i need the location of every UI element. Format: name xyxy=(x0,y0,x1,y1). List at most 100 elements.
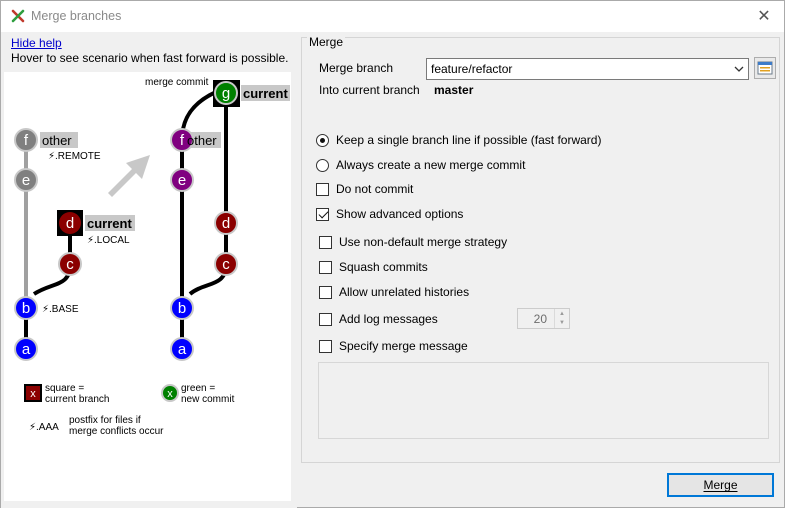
log-messages-count-value: 20 xyxy=(533,312,547,326)
radio-unselected-icon xyxy=(316,158,329,172)
base-postfix: ⚡.BASE xyxy=(42,304,79,315)
specify-message-checkbox[interactable]: Specify merge message xyxy=(319,339,468,353)
commit-label: d xyxy=(222,215,230,232)
checkbox-unchecked-icon xyxy=(319,339,332,353)
help-panel: Hide help Hover to see scenario when fas… xyxy=(1,32,297,508)
show-advanced-label: Show advanced options xyxy=(336,207,464,221)
log-messages-checkbox[interactable]: Add log messages xyxy=(319,312,438,326)
other-branch-tag xyxy=(40,132,78,148)
merge-group xyxy=(301,37,780,463)
commit-f-after: f xyxy=(170,128,194,152)
unrelated-histories-checkbox[interactable]: Allow unrelated histories xyxy=(319,285,469,299)
merge-branch-label: Merge branch xyxy=(319,61,394,75)
legend-square-text-2: current branch xyxy=(45,394,109,405)
into-current-branch-label: Into current branch xyxy=(319,83,420,97)
checkbox-unchecked-icon xyxy=(319,235,332,249)
arrow-icon xyxy=(108,155,150,197)
commit-e-before: e xyxy=(14,168,38,192)
merge-commit-label: merge commit xyxy=(145,77,209,88)
commit-g-after: g xyxy=(213,80,240,107)
commit-label: b xyxy=(22,300,30,317)
squash-commits-checkbox[interactable]: Squash commits xyxy=(319,260,428,274)
checkbox-unchecked-icon xyxy=(319,260,332,274)
merge-message-textarea[interactable] xyxy=(318,362,769,439)
after-other-branch-label: other xyxy=(187,133,217,148)
browse-branches-button[interactable] xyxy=(754,57,776,79)
fast-forward-radio[interactable]: Keep a single branch line if possible (f… xyxy=(316,133,601,147)
commit-a-after: a xyxy=(170,337,194,361)
commit-label: g xyxy=(222,85,230,102)
commit-d-before: d xyxy=(57,210,83,236)
merge-button[interactable]: Merge xyxy=(667,473,774,497)
legend-postfix-text-1: postfix for files if xyxy=(69,415,141,426)
remote-postfix: ⚡.REMOTE xyxy=(48,151,101,162)
commit-b-before: b xyxy=(14,296,38,320)
hide-help-link[interactable]: Hide help xyxy=(11,36,62,50)
window-title: Merge branches xyxy=(31,9,122,23)
merge-branch-value: feature/refactor xyxy=(431,62,513,76)
commit-label: c xyxy=(66,256,74,273)
legend-postfix-symbol: ⚡.AAA xyxy=(29,422,59,433)
commit-f-before: f xyxy=(14,128,38,152)
commit-label: f xyxy=(180,132,185,149)
branches-icon xyxy=(757,61,773,75)
commit-a-before: a xyxy=(14,337,38,361)
non-default-strategy-checkbox[interactable]: Use non-default merge strategy xyxy=(319,235,507,249)
specify-message-label: Specify merge message xyxy=(339,339,468,353)
checkbox-unchecked-icon xyxy=(319,285,332,299)
radio-selected-icon xyxy=(316,133,329,147)
no-fast-forward-label: Always create a new merge commit xyxy=(336,158,526,172)
commit-e-after: e xyxy=(170,168,194,192)
unrelated-histories-label: Allow unrelated histories xyxy=(339,285,470,299)
current-branch-label: current xyxy=(87,216,132,231)
no-fast-forward-radio[interactable]: Always create a new merge commit xyxy=(316,158,525,172)
title-bar: Merge branches ✕ xyxy=(1,1,784,32)
commit-b-after: b xyxy=(170,296,194,320)
checkbox-checked-icon xyxy=(316,207,329,221)
stepper-buttons: ▲ ▼ xyxy=(554,309,569,328)
commit-label: e xyxy=(178,172,186,189)
commit-label: f xyxy=(24,132,29,149)
commit-label: e xyxy=(22,172,30,189)
fast-forward-label: Keep a single branch line if possible (f… xyxy=(336,133,602,147)
log-messages-count-stepper[interactable]: 20 ▲ ▼ xyxy=(517,308,570,329)
commit-label: a xyxy=(22,341,31,358)
legend-square-text-1: square = xyxy=(45,383,84,394)
git-extensions-icon xyxy=(11,9,25,23)
merge-group-title: Merge xyxy=(307,35,346,49)
after-other-branch-tag xyxy=(189,132,221,148)
commit-label: a xyxy=(178,341,187,358)
commit-d-after: d xyxy=(214,211,238,235)
close-button[interactable]: ✕ xyxy=(744,1,784,31)
non-default-strategy-label: Use non-default merge strategy xyxy=(339,235,508,249)
svg-text:x: x xyxy=(30,388,36,400)
squash-commits-label: Squash commits xyxy=(339,260,428,274)
do-not-commit-checkbox[interactable]: Do not commit xyxy=(316,182,413,196)
show-advanced-checkbox[interactable]: Show advanced options xyxy=(316,207,463,221)
commit-label: b xyxy=(178,300,186,317)
merge-diagram-graphic: f other ⚡.REMOTE e d current ⚡.LOCAL xyxy=(14,77,290,437)
stepper-up-icon[interactable]: ▲ xyxy=(559,310,565,317)
after-current-branch-label: current xyxy=(243,86,288,101)
legend-postfix-text-2: merge conflicts occur xyxy=(69,426,164,437)
merge-branch-combo[interactable]: feature/refactor xyxy=(426,58,749,80)
commit-c-after: c xyxy=(214,252,238,276)
help-hover-text: Hover to see scenario when fast forward … xyxy=(11,51,289,65)
checkbox-unchecked-icon xyxy=(319,312,332,326)
svg-text:x: x xyxy=(167,388,173,400)
chevron-down-icon[interactable] xyxy=(732,62,746,76)
do-not-commit-label: Do not commit xyxy=(336,182,414,196)
merge-diagram: f other ⚡.REMOTE e d current ⚡.LOCAL xyxy=(4,72,291,501)
stepper-down-icon[interactable]: ▼ xyxy=(559,319,565,326)
commit-label: d xyxy=(66,215,74,232)
into-current-branch-value: master xyxy=(434,83,474,97)
legend-green: x xyxy=(161,384,179,402)
merge-button-label: Merge xyxy=(703,478,738,492)
commit-label: c xyxy=(222,256,230,273)
local-postfix: ⚡.LOCAL xyxy=(87,235,130,246)
checkbox-unchecked-icon xyxy=(316,182,329,196)
after-current-branch-tag xyxy=(241,85,290,101)
log-messages-label: Add log messages xyxy=(339,312,438,326)
current-branch-tag xyxy=(85,215,135,231)
